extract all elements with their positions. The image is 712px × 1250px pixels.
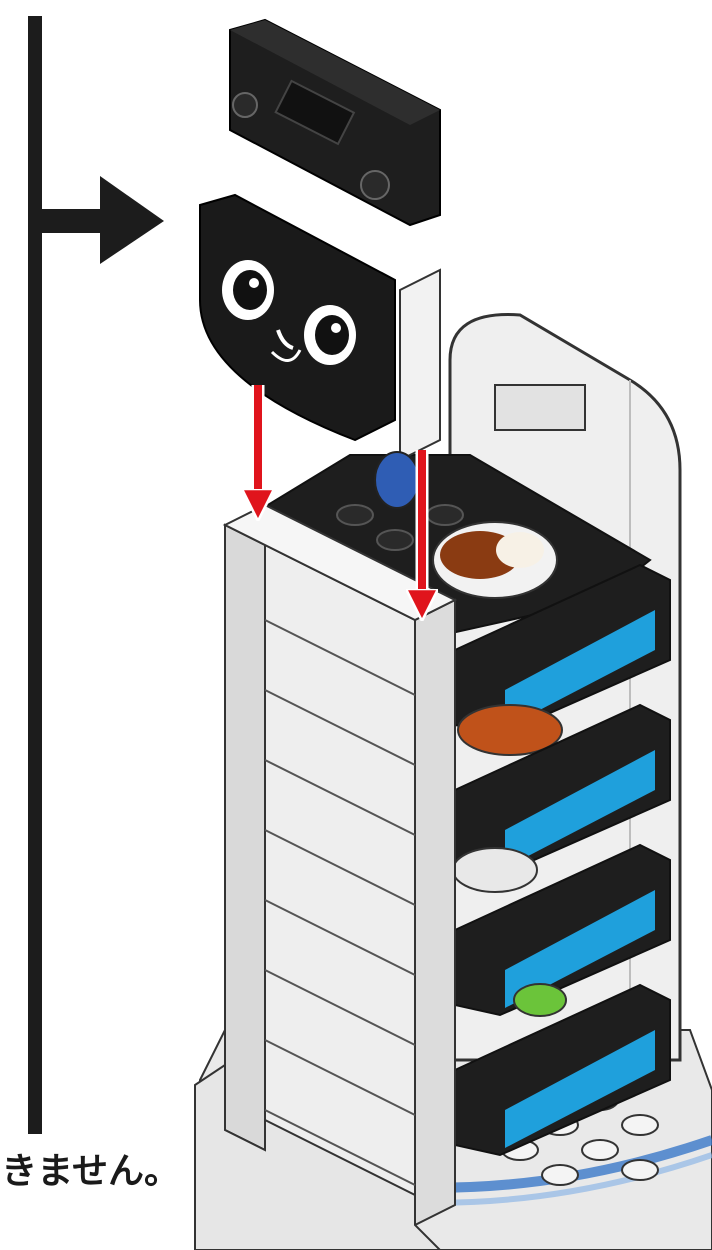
green-cup	[514, 984, 566, 1016]
right-arrow-icon	[40, 176, 164, 264]
bracket-line	[28, 16, 42, 1134]
food-bowl-white	[453, 848, 537, 892]
caption-text: きません。	[0, 1148, 180, 1196]
face-plate-icon	[200, 195, 395, 440]
top-block	[230, 20, 440, 225]
curry-plate	[433, 522, 557, 598]
front-column	[195, 505, 455, 1250]
